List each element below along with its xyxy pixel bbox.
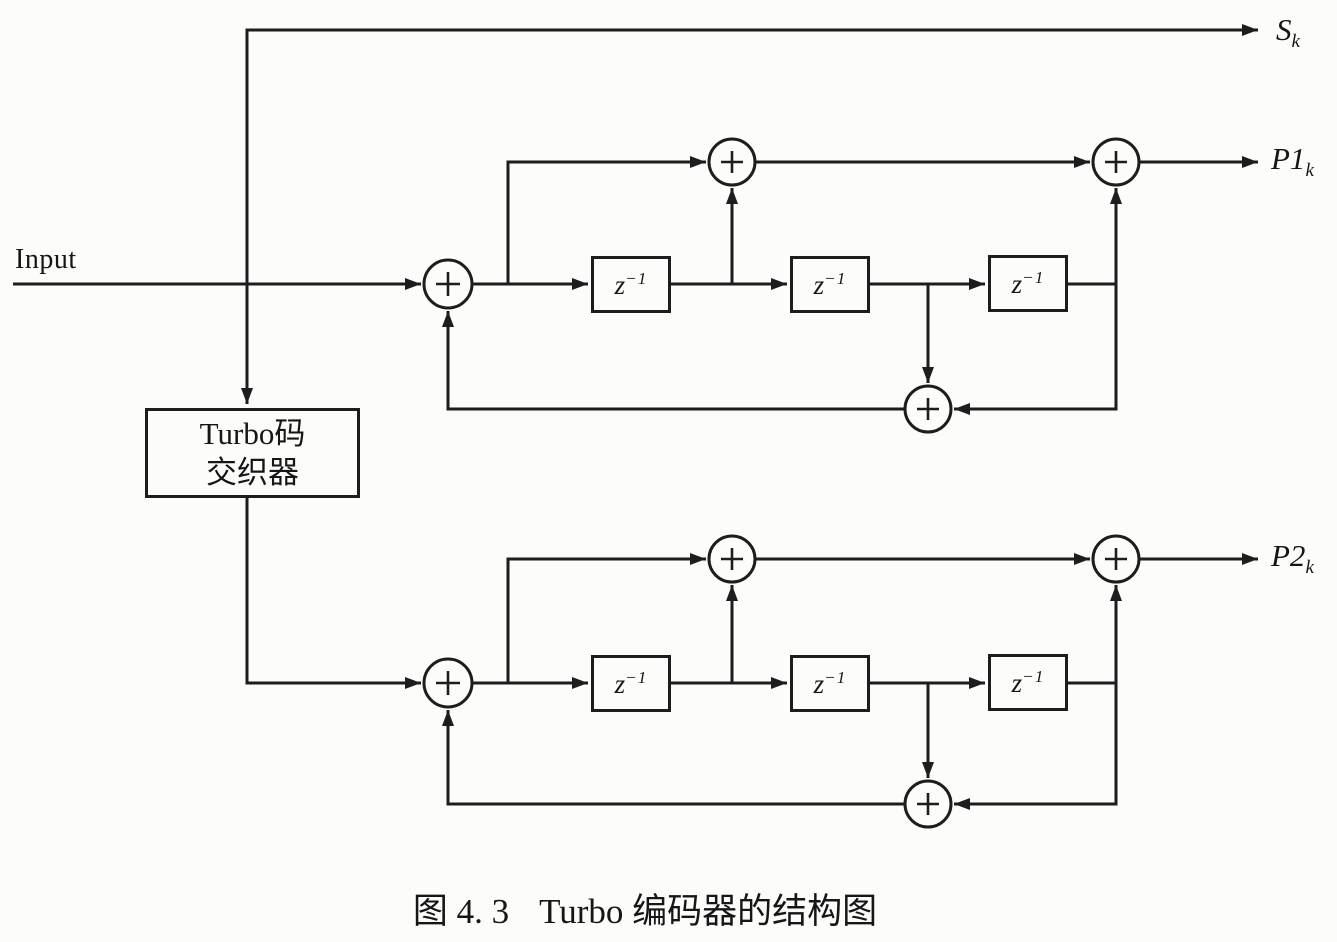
delay-base: z [614, 668, 626, 699]
delay-exponent: −1 [824, 667, 847, 687]
interleaver-box: Turbo码 交织器 [145, 408, 360, 498]
output-label-p1k: P1k [1271, 141, 1314, 182]
delay-box: z−1 [591, 256, 671, 313]
output-p1k-subscript: k [1305, 160, 1314, 182]
adder-parity-mid-2 [707, 534, 757, 584]
delay-box: z−1 [591, 655, 671, 712]
encoder2-wires [442, 553, 1258, 810]
delay6-to-feedback-adder-2 [954, 683, 1118, 810]
interleaver-label-line1: Turbo码 [199, 415, 306, 451]
figure-title: Turbo 编码器的结构图 [539, 892, 878, 931]
input-and-systematic-wires [13, 24, 1258, 689]
interleaver-output-wire [245, 498, 421, 689]
systematic-output-wire [245, 24, 1258, 284]
delay-exponent: −1 [824, 268, 847, 288]
delay-base: z [813, 668, 825, 699]
encoder1-wires [442, 156, 1258, 415]
adder-input-1 [422, 258, 474, 310]
feedback-wire-2 [442, 710, 905, 806]
output-label-sk: Sk [1276, 12, 1300, 53]
delay3-to-feedback-adder-1 [954, 284, 1118, 415]
delay-box: z−1 [988, 654, 1068, 711]
plus-icon [917, 398, 939, 420]
delay-exponent: −1 [625, 667, 648, 687]
feedforward-branch-2 [506, 553, 706, 683]
output-sk-base: S [1276, 12, 1292, 47]
adder-feedback-1 [903, 384, 953, 434]
delay-box: z−1 [988, 255, 1068, 312]
delay-exponent: −1 [625, 268, 648, 288]
plus-icon [436, 671, 460, 695]
delay-base: z [813, 269, 825, 300]
delay-base: z [1011, 667, 1023, 698]
feedback-wire-1 [442, 311, 905, 411]
delay-base: z [614, 269, 626, 300]
delay-exponent: −1 [1022, 666, 1045, 686]
plus-icon [917, 793, 939, 815]
delay-exponent: −1 [1022, 267, 1045, 287]
plus-icon [721, 151, 743, 173]
delay-box: z−1 [790, 256, 870, 313]
delay-box: z−1 [790, 655, 870, 712]
plus-icon [436, 272, 460, 296]
adder-parity-out-1 [1091, 137, 1141, 187]
output-sk-subscript: k [1291, 31, 1301, 53]
adder-nodes [422, 137, 1141, 829]
adder-input-2 [422, 657, 474, 709]
output-p2k-subscript: k [1305, 557, 1314, 579]
output-p2k-base: P2 [1271, 538, 1306, 573]
plus-icon [1105, 548, 1127, 570]
adder-parity-mid-1 [707, 137, 757, 187]
figure-caption: 图 4. 3 Turbo 编码器的结构图 [0, 883, 1290, 934]
adder-feedback-2 [903, 779, 953, 829]
plus-icon [721, 548, 743, 570]
adder-parity-out-2 [1091, 534, 1141, 584]
interleaver-label-line2: 交织器 [206, 455, 299, 490]
input-label: Input [15, 244, 77, 275]
output-p1k-base: P1 [1271, 141, 1306, 176]
plus-icon [1105, 151, 1127, 173]
figure-number: 图 4. 3 [412, 892, 510, 931]
feedforward-branch-1 [506, 156, 706, 284]
output-label-p2k: P2k [1271, 538, 1314, 579]
delay-base: z [1011, 268, 1023, 299]
